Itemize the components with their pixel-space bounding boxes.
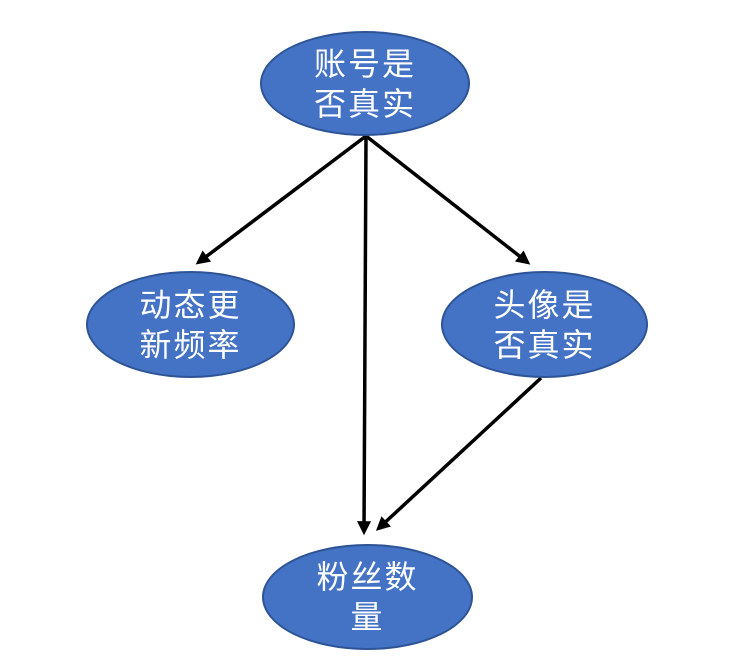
edge-account-to-avatar-arrow bbox=[364, 134, 531, 265]
node-label-line: 新频率 bbox=[139, 326, 242, 363]
node-follower-count-label: 粉丝数 量 bbox=[316, 557, 418, 637]
node-update-frequency: 动态更 新频率 bbox=[86, 271, 295, 378]
node-label-line: 粉丝数 bbox=[316, 559, 419, 595]
node-label-line: 头像是 bbox=[493, 286, 596, 323]
node-avatar-authenticity: 头像是 否真实 bbox=[441, 271, 648, 378]
edge-account-to-follower-count-arrow bbox=[357, 135, 372, 536]
node-label-line: 账号是 bbox=[313, 45, 416, 82]
node-label-line: 动态更 bbox=[139, 286, 242, 323]
node-label-line: 量 bbox=[350, 599, 385, 635]
node-follower-count: 粉丝数 量 bbox=[262, 544, 473, 650]
node-account-authenticity: 账号是 否真实 bbox=[260, 31, 470, 136]
node-account-authenticity-label: 账号是 否真实 bbox=[314, 44, 416, 124]
node-avatar-authenticity-label: 头像是 否真实 bbox=[493, 285, 595, 365]
node-label-line: 否真实 bbox=[493, 326, 596, 363]
node-update-frequency-label: 动态更 新频率 bbox=[139, 285, 241, 365]
node-label-line: 否真实 bbox=[313, 85, 416, 122]
edge-avatar-to-follower-count-arrow bbox=[375, 376, 543, 531]
edge-account-to-update-frequency-arrow bbox=[195, 134, 368, 265]
